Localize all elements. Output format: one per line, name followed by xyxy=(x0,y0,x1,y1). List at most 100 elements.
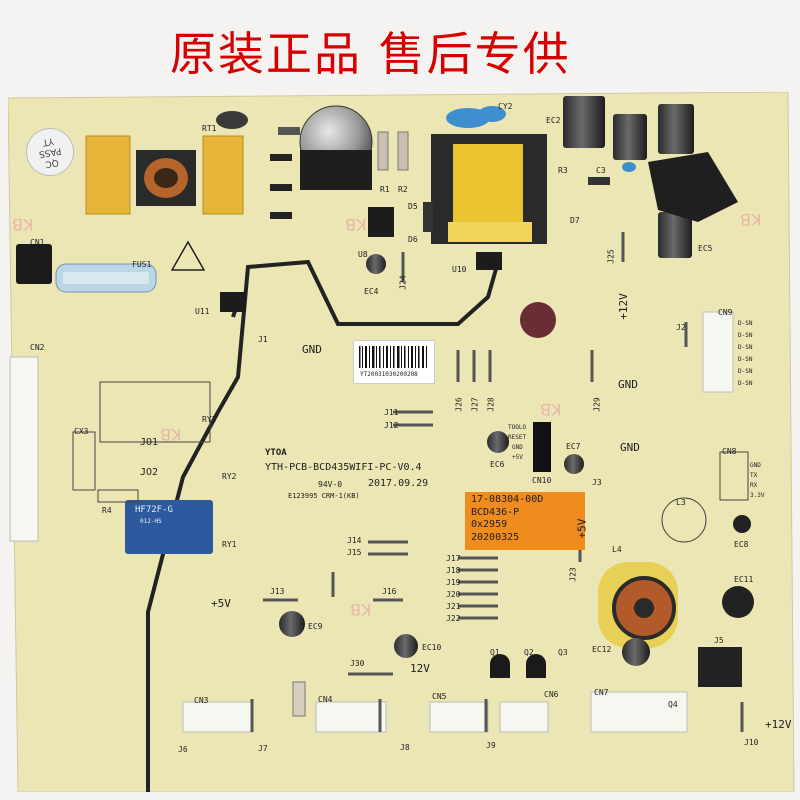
designator: CN8 xyxy=(722,447,737,456)
designator: J24 xyxy=(398,275,408,290)
designator: U10 xyxy=(452,265,467,274)
designator: J6 xyxy=(178,745,188,754)
designator: JO2 xyxy=(140,467,159,478)
gnd-label: GND xyxy=(618,378,638,391)
part-number-sticker: 17-08304-00D BCD436-P 0x2959 20200325 xyxy=(465,492,585,550)
designator: J3 xyxy=(592,478,602,487)
designator: J13 xyxy=(270,587,285,596)
designator: EC11 xyxy=(734,575,754,584)
gnd-label: GND xyxy=(620,441,640,454)
watermark-kb: KB xyxy=(540,400,562,419)
watermark-kb: KB xyxy=(740,210,762,229)
designator: J19 xyxy=(446,578,461,587)
watermark-kb: KB xyxy=(12,215,34,234)
designator: U8 xyxy=(358,250,368,259)
plus5v-label: +5V xyxy=(575,518,589,539)
designator: EC6 xyxy=(490,460,505,469)
designator: CN4 xyxy=(318,695,333,704)
designator: EC12 xyxy=(592,645,612,654)
cn9-pin: D-SN xyxy=(738,332,753,339)
cn8-pin: TX xyxy=(750,472,758,479)
cn9-pin: D-SN xyxy=(738,356,753,363)
designator: L3 xyxy=(676,498,686,507)
designator: CN5 xyxy=(432,692,447,701)
designator: CN2 xyxy=(30,343,45,352)
cn8-pin: 3.3V xyxy=(750,492,765,499)
designator: RT1 xyxy=(202,124,217,133)
cn9-pin: D-SN xyxy=(738,380,753,387)
designator: J16 xyxy=(382,587,397,596)
designator: EC4 xyxy=(364,287,379,296)
cn10-pin: TOOLO xyxy=(508,424,527,431)
designator: EC2 xyxy=(546,116,561,125)
designator: EC9 xyxy=(308,622,323,631)
cn8-pin: RX xyxy=(750,482,758,489)
designator: JO1 xyxy=(140,437,159,448)
cn9-pin: D-SN xyxy=(738,320,753,327)
designator: R2 xyxy=(398,185,408,194)
designator: Q1 xyxy=(490,648,500,657)
board-date: 2017.09.29 xyxy=(368,478,429,489)
designator: RY1 xyxy=(222,540,237,549)
designator: J11 xyxy=(384,408,399,417)
designator: J22 xyxy=(446,614,461,623)
designator: EC7 xyxy=(566,442,581,451)
designator: Q2 xyxy=(524,648,534,657)
designator: FUS1 xyxy=(132,260,152,269)
designator: J15 xyxy=(347,548,362,557)
relay-model: HF72F-G xyxy=(135,505,173,515)
designator: R1 xyxy=(380,185,390,194)
designator: J26 xyxy=(454,397,464,412)
promo-banner: 原装正品 售后专供 xyxy=(0,0,800,95)
designator: J27 xyxy=(470,397,480,412)
designator: J21 xyxy=(446,602,461,611)
designator: J1 xyxy=(258,335,268,344)
designator: EC5 xyxy=(698,244,713,253)
designator: Q4 xyxy=(668,700,678,709)
plus12v-label: +12V xyxy=(765,718,792,731)
designator: J18 xyxy=(446,566,461,575)
sticker-line4: 20200325 xyxy=(471,531,520,543)
plus12v-label: +12V xyxy=(616,293,630,320)
sticker-line2: BCD436-P xyxy=(471,506,520,518)
designator: J29 xyxy=(592,397,602,412)
designator: J5 xyxy=(714,636,724,645)
designator: J14 xyxy=(347,536,362,545)
designator: J2 xyxy=(676,323,686,332)
designator: J9 xyxy=(486,741,496,750)
designator: J7 xyxy=(258,744,268,753)
designator: J23 xyxy=(568,567,578,582)
board-rating: 94V-0 xyxy=(318,480,343,489)
designator: C3 xyxy=(596,166,606,175)
barcode-bars xyxy=(359,346,427,368)
designator: RY2 xyxy=(222,472,237,481)
brand-mark: YTOA xyxy=(265,448,287,458)
watermark-kb: KB xyxy=(350,600,372,619)
cn9-pin: D-SN xyxy=(738,344,753,351)
board-cert: E123995 CRM-1(KB) xyxy=(288,492,360,500)
cn10-pin: GND xyxy=(512,444,523,451)
designator: J17 xyxy=(446,554,461,563)
relay-sub: 012-HS xyxy=(140,518,162,525)
watermark-kb: KB xyxy=(345,215,367,234)
designator: J28 xyxy=(486,397,496,412)
pcb-board xyxy=(8,92,795,792)
cn8-pin: GND xyxy=(750,462,761,469)
plus5v-label: +5V xyxy=(211,597,231,610)
designator: CN7 xyxy=(594,688,609,697)
sticker-line3: 0x2959 xyxy=(471,519,508,530)
barcode-number: YT20031030200208 xyxy=(360,371,418,378)
designator: D7 xyxy=(570,216,580,225)
designator: J8 xyxy=(400,743,410,752)
designator: CN10 xyxy=(532,476,552,485)
designator: R3 xyxy=(558,166,568,175)
designator: U11 xyxy=(195,307,210,316)
designator: CN6 xyxy=(544,690,559,699)
designator: CX3 xyxy=(74,427,89,436)
designator: CY2 xyxy=(498,102,513,111)
watermark-kb: KB xyxy=(160,425,182,444)
designator: J20 xyxy=(446,590,461,599)
designator: J12 xyxy=(384,421,399,430)
designator: L4 xyxy=(612,545,622,554)
board-model: YTH-PCB-BCD435WIFI-PC-V0.4 xyxy=(265,462,422,473)
